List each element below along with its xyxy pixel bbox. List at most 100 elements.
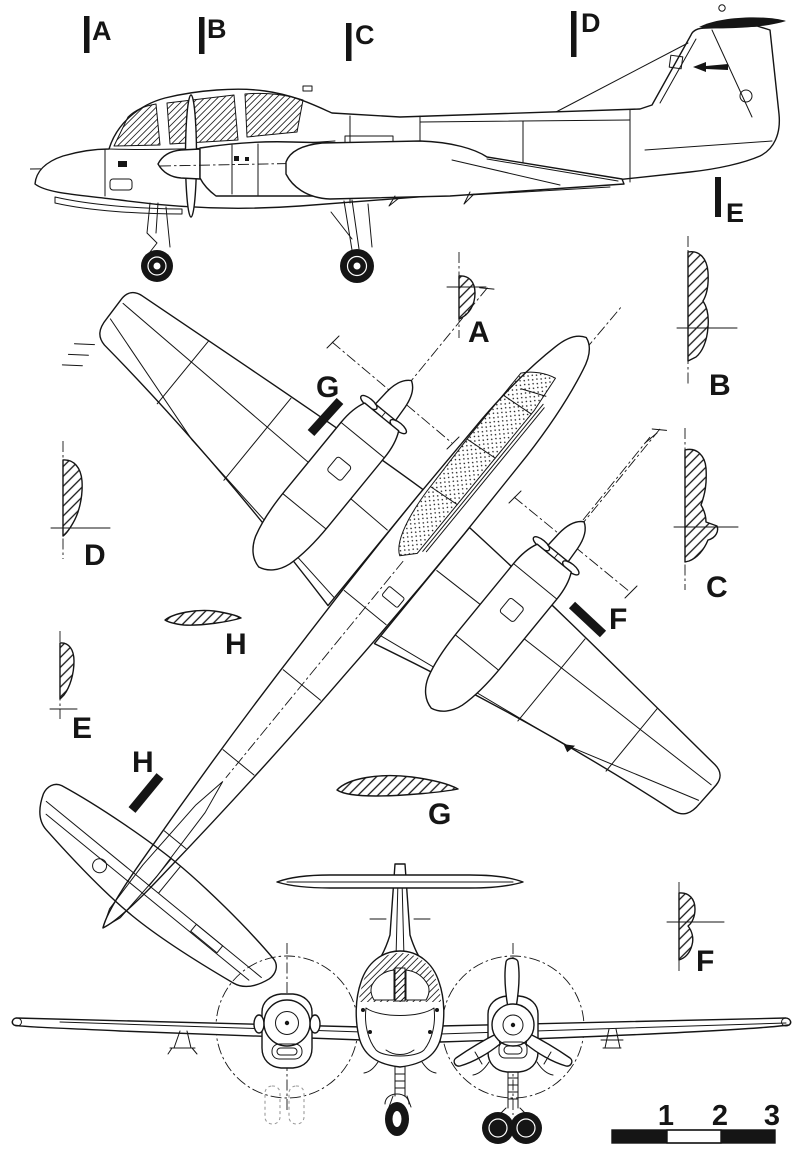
section-profile [59, 642, 75, 700]
ghost-wheel-1 [264, 1085, 281, 1125]
station-label: B [207, 14, 227, 44]
main-gear-side [330, 199, 374, 283]
main-wheel-right [510, 1112, 542, 1144]
cross-section-b: B [676, 236, 738, 402]
plan-nacelle-right [424, 428, 668, 712]
nacelle-marking-1 [234, 156, 239, 161]
nose-cone-line [365, 1007, 435, 1057]
station-tick-icon [84, 16, 90, 53]
station-label: C [355, 20, 375, 50]
section-label: A [468, 316, 490, 349]
section-profile [62, 459, 83, 537]
station-label: A [92, 16, 112, 46]
front-fuselage [355, 950, 445, 1074]
cross-section-a: A [446, 252, 490, 349]
front-nacelle-right [453, 957, 573, 1076]
nose-marking [118, 161, 127, 167]
station-marker-b: B [199, 14, 227, 54]
right-wing-fitting [600, 1028, 624, 1049]
cross-section-f: F [666, 882, 725, 978]
intake [498, 1041, 528, 1059]
windshield-post [394, 967, 406, 1002]
section-label: E [72, 712, 92, 745]
scale-tick-2: 2 [712, 1100, 728, 1132]
cut-bar-icon [568, 601, 607, 638]
plan-tailplane [39, 783, 277, 988]
plan-axis [225, 560, 404, 779]
windshield-right [405, 969, 430, 1001]
ghost-wheel-2 [288, 1085, 305, 1125]
station-tick-icon [199, 17, 205, 54]
windshield-pane [113, 103, 161, 147]
nose-gear-side [141, 202, 173, 282]
dorsal-fillet [555, 42, 689, 113]
trim-arrow [693, 62, 728, 72]
right-wingtip-cap [781, 1017, 791, 1027]
front-nose-gear [384, 1066, 412, 1136]
scale-segment-1 [612, 1130, 667, 1143]
left-wing-fitting [167, 1030, 198, 1055]
front-nacelle-left [253, 993, 321, 1125]
cut-bar-icon [128, 773, 164, 813]
vertical-tail [555, 4, 786, 118]
section-label: B [709, 369, 731, 402]
scale-bar: 1 2 3 [611, 1100, 780, 1144]
cut-bar-icon [307, 397, 344, 437]
station-marker-d: D [571, 8, 601, 57]
spinner-plan [547, 520, 586, 563]
cut-bar-f: F [568, 601, 627, 638]
station-tick-icon [571, 11, 577, 57]
airfoil-profile [336, 774, 459, 797]
rudder-hinge [711, 29, 753, 118]
cut-bar-label: G [316, 371, 339, 404]
airfoil-label: H [225, 628, 247, 661]
station-label: E [726, 198, 744, 228]
cut-bar-label: F [609, 603, 627, 636]
prop-blade-lower-right [525, 1032, 573, 1067]
blade-stub-right [309, 1014, 321, 1034]
plan-canopy [398, 371, 556, 557]
left-wingtip-cap [12, 1017, 22, 1027]
section-profile [684, 448, 719, 563]
station-marker-e: E [715, 177, 744, 228]
rear-canopy-pane [244, 92, 304, 138]
tailplane-edge-on [699, 17, 786, 29]
blade-stub-left [253, 1014, 265, 1034]
station-label: D [581, 8, 601, 38]
gear-door-hooks [472, 1051, 554, 1076]
aileron-tick [563, 744, 576, 753]
chin-sponson [54, 196, 183, 215]
flap-upper-line [486, 158, 619, 182]
section-label: D [84, 539, 106, 572]
wing-side-profile [285, 140, 625, 207]
scale-segment-3 [721, 1130, 775, 1143]
station-marker-a: A [84, 16, 112, 53]
main-wheel-left [482, 1112, 514, 1144]
airfoil-section-h: H [164, 609, 247, 661]
cut-bar-g: G [307, 371, 344, 437]
cut-bar-h: H [128, 746, 164, 813]
cross-section-e: E [49, 631, 92, 745]
station-marker-c: C [346, 20, 375, 61]
cross-section-d: D [50, 441, 111, 572]
fin-inspection-panel [668, 54, 684, 70]
nose-access-door [109, 178, 133, 191]
cross-section-c: C [673, 428, 739, 604]
flap-track-2 [463, 191, 475, 205]
flap-hinge-line [451, 159, 561, 186]
airfoil-profile [164, 609, 242, 626]
station-tick-icon [715, 177, 721, 217]
station-tick-icon [346, 23, 352, 61]
spinner-inner [275, 1011, 299, 1035]
elevator-tab [190, 923, 224, 954]
gear-door-hooks [363, 1061, 437, 1074]
plan-fin [102, 781, 224, 929]
side-view [29, 4, 786, 283]
section-label: F [696, 945, 714, 978]
nacelle-marking-2 [245, 157, 249, 161]
plan-view [39, 287, 721, 988]
scale-tick-1: 1 [658, 1100, 674, 1132]
intake [271, 1043, 303, 1060]
